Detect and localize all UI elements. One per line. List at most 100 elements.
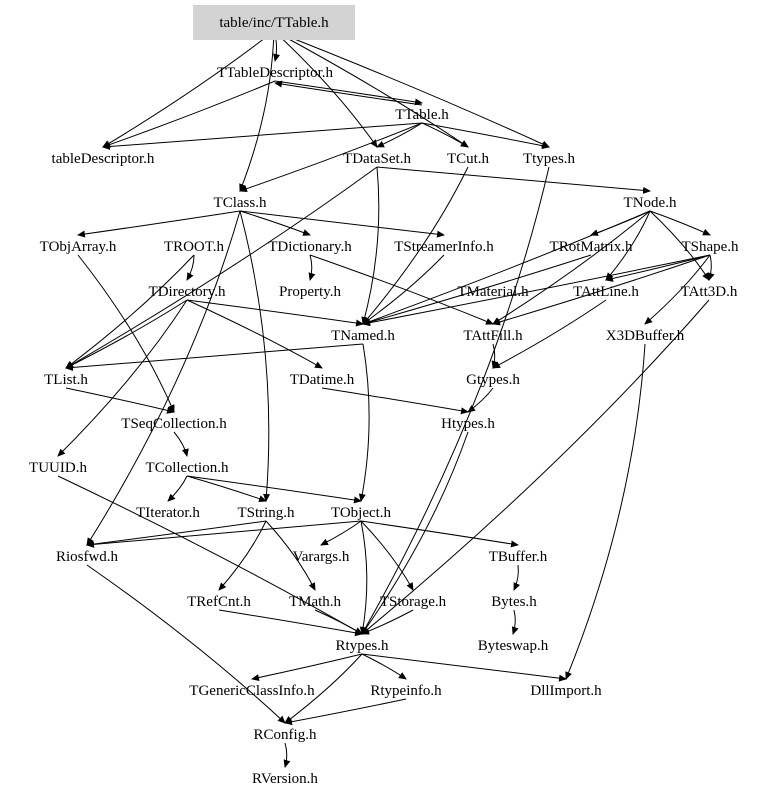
node-tattfill-h[interactable]: TAttFill.h <box>463 328 523 344</box>
edge-tshape-h-to-x3dbuffer-h <box>644 254 711 325</box>
node-ttabledescriptor-h[interactable]: TTableDescriptor.h <box>217 65 333 81</box>
edge-ttabledescriptor-h-to-tabledescriptor-h <box>102 80 276 148</box>
edge-ttable-h-to-ttypes-h <box>421 122 550 150</box>
edge-tstring-h-to-tmath-h <box>265 520 316 591</box>
node-tnode-h[interactable]: TNode.h <box>624 195 677 211</box>
node-tobjarray-h[interactable]: TObjArray.h <box>40 239 117 255</box>
node-tobject-h[interactable]: TObject.h <box>331 505 392 521</box>
node-label: DllImport.h <box>530 683 602 699</box>
edge-tobject-h-to-varargs-h <box>320 520 362 546</box>
edge-rconfig-h-to-rversion-h <box>283 742 291 768</box>
node-tdictionary-h[interactable]: TDictionary.h <box>268 239 352 255</box>
node-rversion-h[interactable]: RVersion.h <box>252 771 318 787</box>
node-dllimport-h[interactable]: DllImport.h <box>530 683 602 699</box>
edge-tattline-h-to-gtypes-h <box>492 299 607 369</box>
node-tnamed-h[interactable]: TNamed.h <box>331 328 395 344</box>
node-trotmatrix-h[interactable]: TRotMatrix.h <box>550 239 633 255</box>
node-table-inc-ttable-h[interactable]: table/inc/TTable.h <box>193 5 355 40</box>
node-tuuid-h[interactable]: TUUID.h <box>29 460 87 476</box>
node-bytes-h[interactable]: Bytes.h <box>491 594 537 610</box>
edge-tstreamerinfo-h-to-tnamed-h <box>362 254 445 325</box>
node-tmath-h[interactable]: TMath.h <box>289 594 342 610</box>
edge-tcollection-h-to-tobject-h <box>186 475 362 504</box>
node-tdatime-h[interactable]: TDatime.h <box>290 372 355 388</box>
node-riosfwd-h[interactable]: Riosfwd.h <box>56 549 119 565</box>
node-tdataset-h[interactable]: TDataSet.h <box>343 151 411 167</box>
node-tabledescriptor-h[interactable]: tableDescriptor.h <box>52 151 155 167</box>
node-tmaterial-h[interactable]: TMaterial.h <box>457 284 529 300</box>
node-x3dbuffer-h[interactable]: X3DBuffer.h <box>606 328 685 344</box>
node-byteswap-h[interactable]: Byteswap.h <box>478 638 549 654</box>
node-label: TSeqCollection.h <box>121 416 227 432</box>
edge-tnamed-h-to-tlist-h <box>65 343 364 371</box>
edge-tnode-h-to-tattline-h <box>605 210 651 281</box>
edge-tobject-h-to-rtypes-h <box>359 520 368 635</box>
nodes: table/inc/TTable.hTTableDescriptor.hTTab… <box>29 5 739 787</box>
node-htypes-h[interactable]: Htypes.h <box>441 416 495 432</box>
node-label: TObjArray.h <box>40 239 117 255</box>
node-label: TNamed.h <box>331 328 395 344</box>
node-tatt3d-h[interactable]: TAtt3D.h <box>681 284 738 300</box>
edge-tshape-h-to-tatt3d-h <box>707 254 715 281</box>
node-tseqcollection-h[interactable]: TSeqCollection.h <box>121 416 227 432</box>
node-tlist-h[interactable]: TList.h <box>44 372 88 388</box>
node-label: TTableDescriptor.h <box>217 65 333 81</box>
node-tcut-h[interactable]: TCut.h <box>447 151 490 167</box>
node-tclass-h[interactable]: TClass.h <box>214 195 267 211</box>
node-tattline-h[interactable]: TAttLine.h <box>573 284 639 300</box>
node-label: TStorage.h <box>380 594 447 610</box>
edge-trefcnt-h-to-rtypes-h <box>218 609 363 637</box>
node-label: Bytes.h <box>491 594 537 610</box>
edge-tnamed-h-to-tobject-h <box>358 343 370 502</box>
node-property-h[interactable]: Property.h <box>279 284 341 300</box>
edge-tdirectory-h-to-tuuid-h <box>57 299 188 457</box>
node-trefcnt-h[interactable]: TRefCnt.h <box>187 594 251 610</box>
edge-tclass-h-to-tdictionary-h <box>239 210 311 236</box>
node-label: Gtypes.h <box>466 372 520 388</box>
edge-rtypeinfo-h-to-rconfig-h <box>284 698 407 726</box>
node-tstorage-h[interactable]: TStorage.h <box>380 594 447 610</box>
edge-table-inc-ttable-h-to-tdataset-h <box>273 30 378 148</box>
node-rconfig-h[interactable]: RConfig.h <box>254 727 317 743</box>
node-label: TCollection.h <box>146 460 229 476</box>
node-rtypeinfo-h[interactable]: Rtypeinfo.h <box>370 683 442 699</box>
node-label: TShape.h <box>681 239 739 255</box>
edge-tshape-h-to-tattline-h <box>605 254 711 282</box>
node-tdirectory-h[interactable]: TDirectory.h <box>149 284 226 300</box>
node-label: Byteswap.h <box>478 638 549 654</box>
edge-trotmatrix-h-to-tnamed-h <box>362 254 592 326</box>
node-troot-h[interactable]: TROOT.h <box>164 239 225 255</box>
edge-troot-h-to-tlist-h <box>65 254 195 369</box>
edge-tobject-h-to-tbuffer-h <box>360 520 519 548</box>
edge-tshape-h-to-tnamed-h <box>362 254 711 327</box>
edge-ttabledescriptor-h-to-ttable-h <box>274 80 423 106</box>
node-tbuffer-h[interactable]: TBuffer.h <box>489 549 548 565</box>
node-ttable-h[interactable]: TTable.h <box>395 107 449 123</box>
node-label: RConfig.h <box>254 727 317 743</box>
node-tcollection-h[interactable]: TCollection.h <box>146 460 229 476</box>
node-rtypes-h[interactable]: Rtypes.h <box>336 638 389 654</box>
node-label: TString.h <box>237 505 295 521</box>
edge-tclass-h-to-tobjarray-h <box>77 210 241 238</box>
node-tstreamerinfo-h[interactable]: TStreamerInfo.h <box>394 239 494 255</box>
edge-tclass-h-to-tstreamerinfo-h <box>239 210 445 238</box>
edge-rtypes-h-to-rconfig-h <box>284 653 363 724</box>
edge-tdataset-h-to-tnamed-h <box>361 166 380 325</box>
node-label: TBuffer.h <box>489 549 548 565</box>
edge-tbuffer-h-to-bytes-h <box>513 564 521 591</box>
edge-tdirectory-h-to-tlist-h <box>65 299 188 369</box>
node-gtypes-h[interactable]: Gtypes.h <box>466 372 520 388</box>
edge-x3dbuffer-h-to-dllimport-h <box>565 343 646 680</box>
edge-tnode-h-to-tnamed-h <box>362 210 651 325</box>
edge-tobject-h-to-riosfwd-h <box>86 520 362 548</box>
node-label: TUUID.h <box>29 460 87 476</box>
node-titerator-h[interactable]: TIterator.h <box>136 505 200 521</box>
node-tgenericclassinfo-h[interactable]: TGenericClassInfo.h <box>189 683 315 699</box>
node-ttypes-h[interactable]: Ttypes.h <box>523 151 576 167</box>
node-varargs-h[interactable]: Varargs.h <box>293 549 350 565</box>
root-node-box <box>193 5 355 40</box>
edge-rtypes-h-to-dllimport-h <box>361 653 567 682</box>
node-tstring-h[interactable]: TString.h <box>237 505 295 521</box>
node-tshape-h[interactable]: TShape.h <box>681 239 739 255</box>
